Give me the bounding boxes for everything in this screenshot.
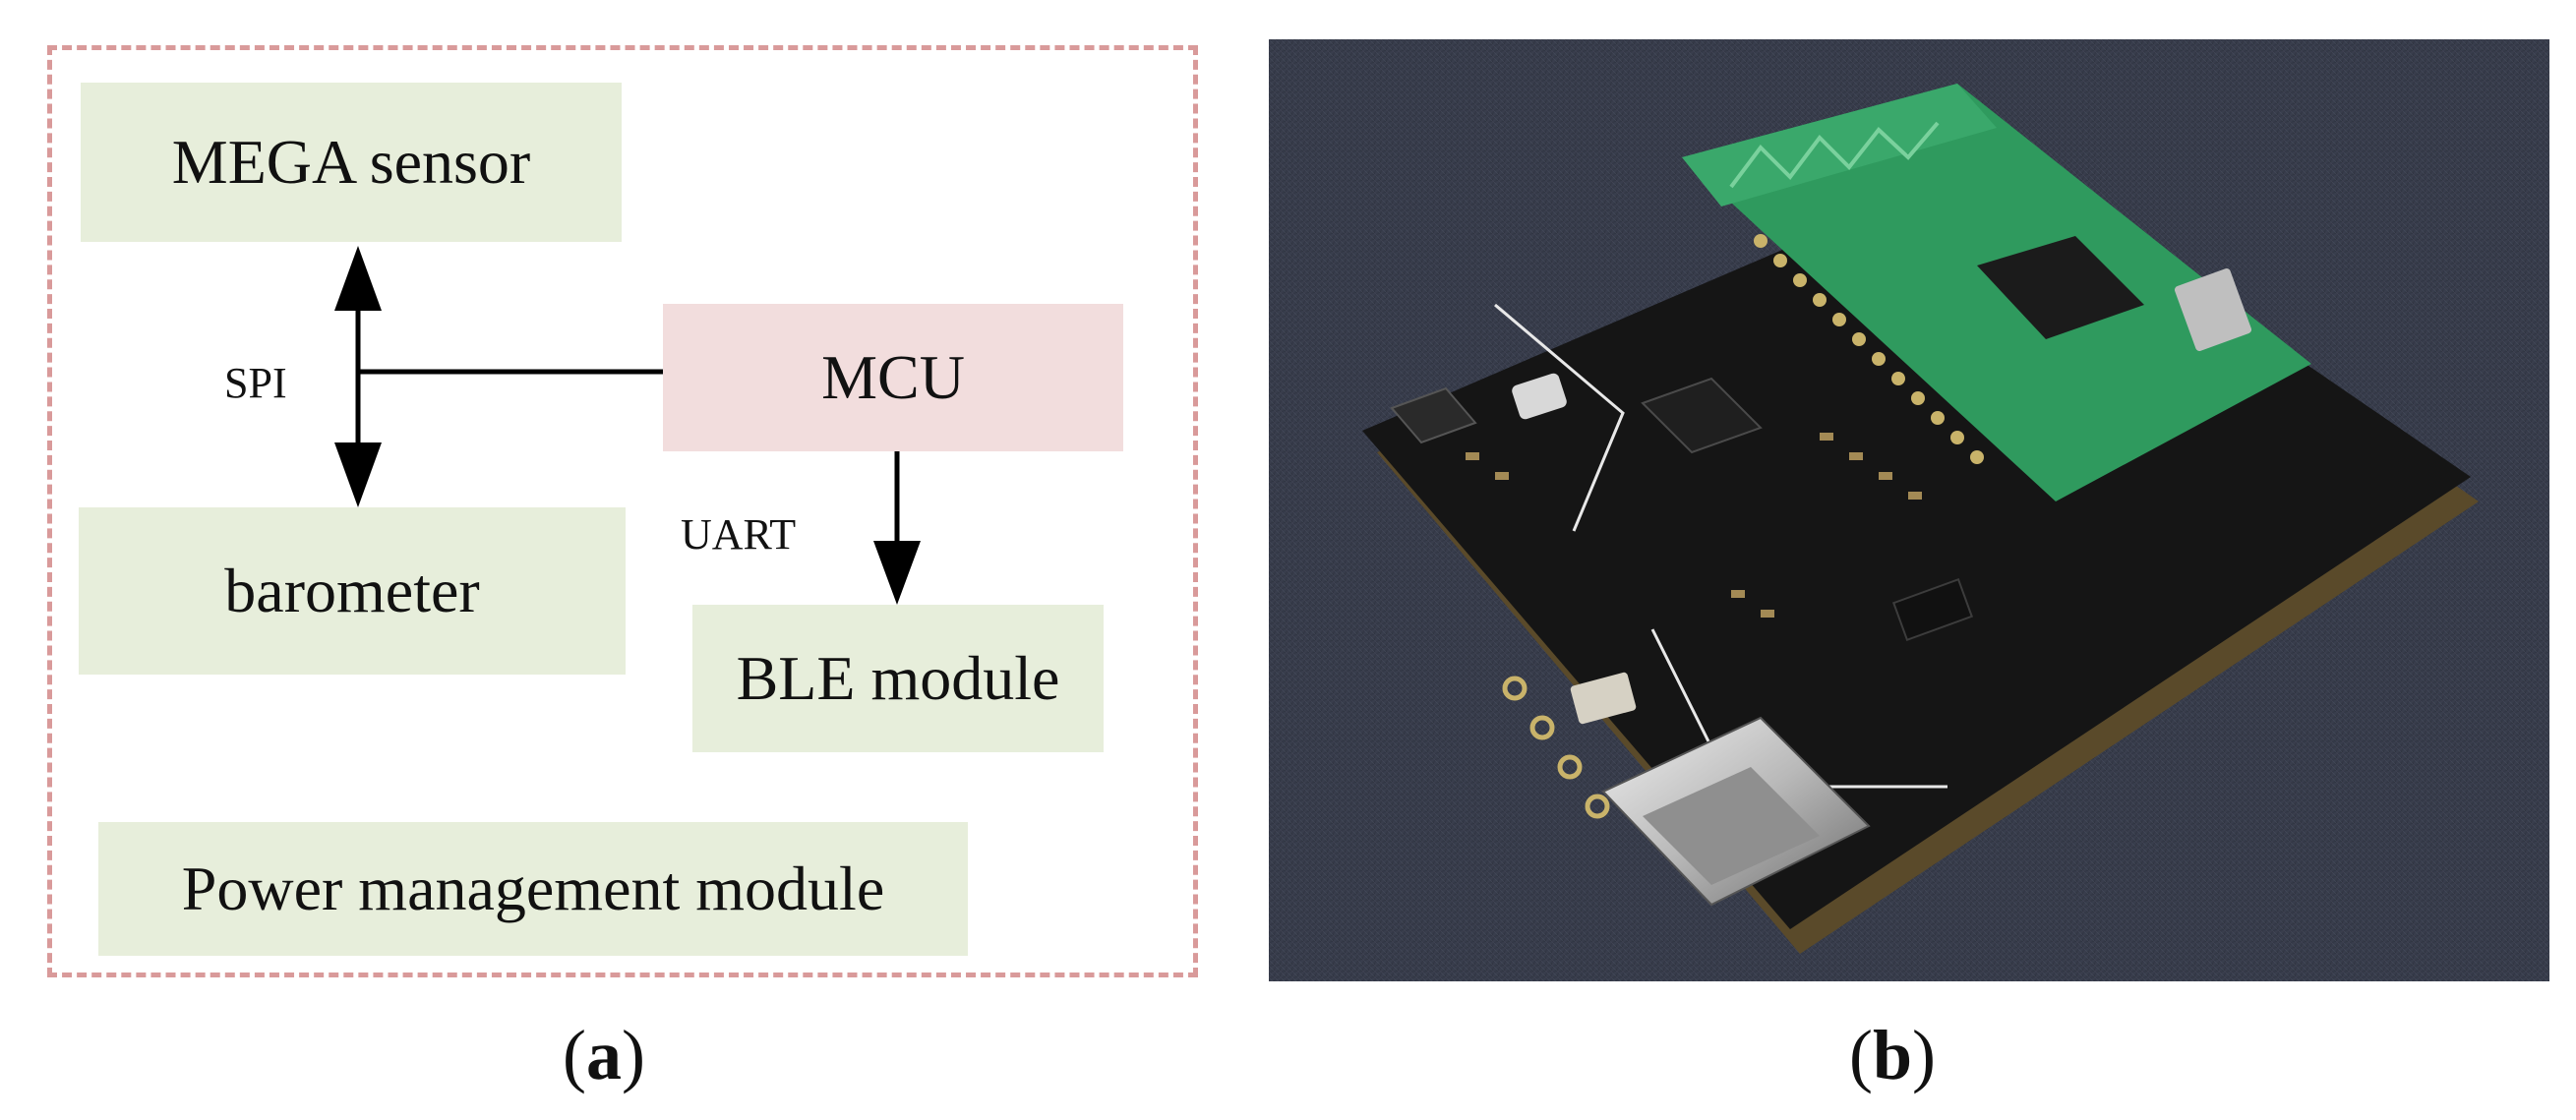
mega-sensor-label: MEGA sensor <box>171 127 531 197</box>
uart-label: UART <box>681 510 797 559</box>
ble-module-label: BLE module <box>736 643 1060 713</box>
power-management-label: Power management module <box>181 854 885 923</box>
pcb-illustration <box>1269 39 2549 981</box>
slide-switch <box>2174 267 2252 352</box>
uart-arrow-down <box>873 541 921 605</box>
mega-sensor-block: MEGA sensor <box>81 83 622 242</box>
ble-antenna-trace <box>1729 121 1940 189</box>
crystal-component <box>1570 672 1637 725</box>
header-pin-holes <box>1502 676 1610 819</box>
ble-chip <box>1977 236 2144 339</box>
mcu-block: MCU <box>663 304 1123 451</box>
power-ic <box>1891 577 1974 642</box>
ble-module-block: BLE module <box>692 605 1104 752</box>
power-management-block: Power management module <box>98 822 968 956</box>
barometer-label: barometer <box>224 556 480 625</box>
caption-b: (b) <box>1849 1016 1937 1094</box>
system-boundary-frame <box>47 45 1198 977</box>
barometer-block: barometer <box>79 507 626 675</box>
barometer-component <box>1512 373 1567 420</box>
mcu-chip <box>1641 377 1763 454</box>
caption-a: (a) <box>563 1016 645 1094</box>
caption-b-letter: b <box>1872 1016 1913 1094</box>
silk-outline-left <box>1494 303 1625 532</box>
spi-label: SPI <box>224 359 287 407</box>
usb-c-opening <box>1643 767 1820 885</box>
ble-module-pcb <box>1682 84 2311 501</box>
ble-module-pins <box>1754 234 1984 464</box>
sensor-chip <box>1390 386 1477 444</box>
ble-antenna-area <box>1682 84 1997 206</box>
spi-arrow-up <box>334 246 382 311</box>
mcu-label: MCU <box>821 342 965 412</box>
spi-arrow-down <box>334 442 382 507</box>
caption-a-letter: a <box>585 1016 622 1094</box>
board-photo <box>1269 39 2549 981</box>
connection-lines <box>334 246 921 605</box>
smd-components <box>1466 433 1922 618</box>
